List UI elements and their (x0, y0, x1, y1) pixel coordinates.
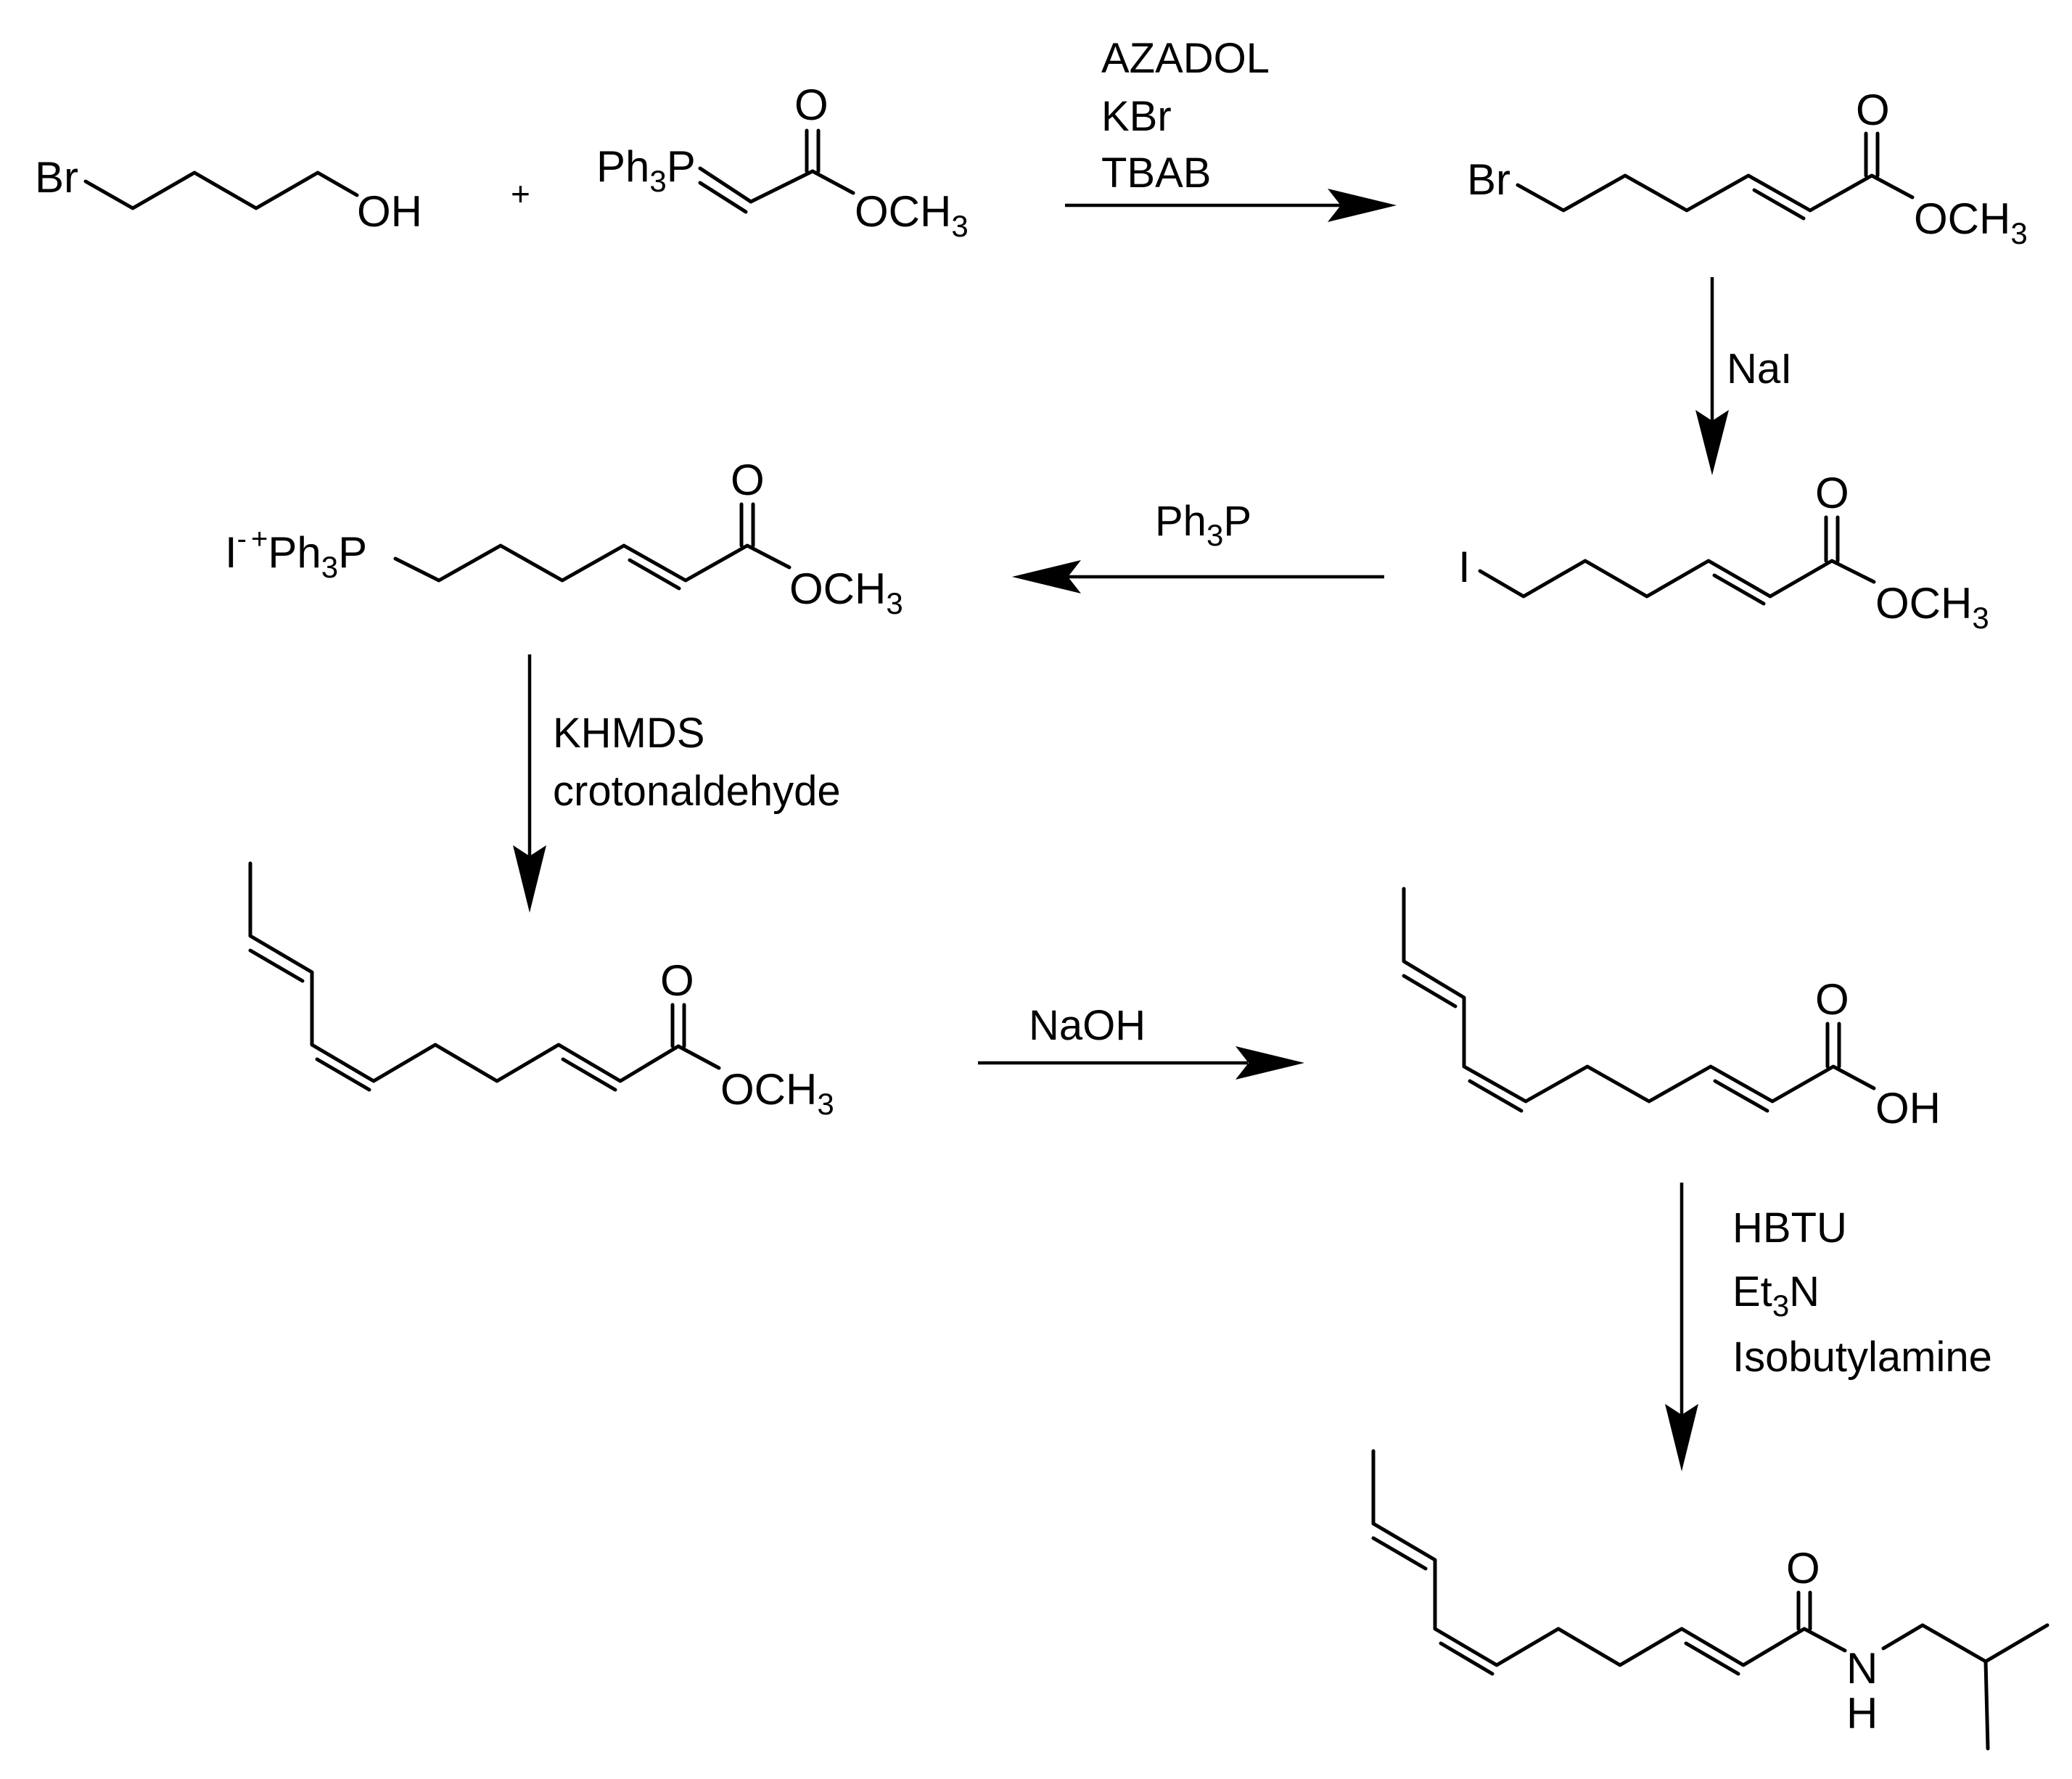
atom-h: H (1846, 1689, 1878, 1738)
bond-double (1712, 573, 1766, 606)
step6-arrow: HBTU Et3N Isobutylamine (1665, 1183, 1992, 1471)
arrow-head (1236, 1046, 1304, 1080)
molecule-product6: O N H (1371, 1449, 2050, 1751)
step4-arrow: KHMDS crotonaldehyde (513, 654, 841, 913)
atom-och3: OCH3 (720, 1065, 834, 1121)
atom-n: N (1846, 1644, 1878, 1693)
bond (698, 166, 753, 204)
reagent-naoh: NaOH (1029, 1002, 1146, 1049)
reagent-nai: NaI (1727, 345, 1792, 393)
atom-och3: OCH3 (789, 564, 903, 620)
plus-sign: + (511, 175, 530, 213)
atom-o: O (660, 956, 694, 1005)
arrow-head (1665, 1404, 1698, 1471)
bond-double (1713, 1079, 1769, 1113)
bond (749, 169, 815, 204)
molecule-product4: O OCH3 (248, 861, 834, 1121)
bond-double (628, 558, 681, 591)
reagent-et3n: Et3N (1732, 1268, 1820, 1323)
reagent-ph3p: Ph3P (1155, 498, 1251, 552)
reagent-azadol: AZADOL (1101, 35, 1270, 82)
step3-arrow: Ph3P (1012, 498, 1384, 593)
atom-oh: OH (357, 187, 422, 236)
reagent-tbab: TBAB (1101, 149, 1212, 197)
bond-double (315, 1057, 371, 1092)
bond-isobutyl (1881, 1623, 2050, 1664)
atom-och3: OCH3 (1914, 194, 2028, 250)
atom-i: I (1458, 543, 1471, 591)
atom-o: O (1815, 469, 1849, 517)
molecule-product2: I O OCH3 (1458, 469, 1989, 635)
reagent-kbr: KBr (1101, 93, 1172, 140)
atom-o: O (1815, 975, 1849, 1024)
bond-chain (393, 543, 792, 583)
bond-double (561, 1057, 617, 1092)
atom-och3: OCH3 (1875, 579, 1989, 635)
bond-chain (1402, 887, 1876, 1104)
step1-arrow: AZADOL KBr TBAB (1065, 35, 1397, 222)
bond-chain (1478, 559, 1876, 599)
atom-br: Br (1467, 155, 1510, 204)
bond-double (1439, 1641, 1495, 1676)
atom-ph3p: Ph3P (596, 142, 696, 198)
atom-o: O (794, 81, 829, 129)
reagent-crotonaldehyde: crotonaldehyde (553, 768, 841, 815)
reagent-khmds: KHMDS (553, 710, 704, 757)
reagent-isobutylamine: Isobutylamine (1732, 1334, 1992, 1381)
bond-chain (1371, 1449, 1847, 1667)
molecule-ylide: Ph3P O OCH3 (596, 81, 969, 243)
bond-double (1402, 974, 1458, 1008)
bond-chain (1516, 173, 1915, 213)
bond (810, 169, 855, 195)
atom-och3: OCH3 (855, 187, 969, 243)
bond-double (1468, 1079, 1524, 1113)
atom-o: O (731, 456, 765, 504)
molecule-product5: O OH (1402, 887, 1941, 1133)
arrow-head (1328, 189, 1397, 222)
step5-arrow: NaOH (978, 1002, 1304, 1080)
bond-double (1684, 1641, 1740, 1676)
bond-chain (248, 861, 721, 1083)
bond (698, 181, 748, 214)
arrow-head (513, 845, 546, 913)
atom-oh: OH (1875, 1084, 1941, 1133)
atom-phosphonium: I-+Ph3P (225, 523, 367, 584)
reagent-hbtu: HBTU (1732, 1204, 1847, 1252)
bond-chain (83, 170, 359, 210)
bond-double (1371, 1536, 1428, 1571)
molecule-product3: I-+Ph3P O OCH3 (225, 456, 903, 620)
step2-arrow: NaI (1695, 277, 1792, 475)
atom-o: O (1856, 86, 1890, 134)
bond-double (1752, 188, 1806, 221)
molecule-bromobutanol: Br OH (35, 153, 422, 236)
bond (1983, 1659, 1990, 1751)
arrow-head (1695, 410, 1729, 475)
molecule-product1: Br O OCH3 (1467, 86, 2028, 250)
atom-o: O (1786, 1544, 1820, 1593)
arrow-head (1012, 560, 1081, 593)
atom-br: Br (35, 153, 78, 202)
bond-double (248, 948, 305, 983)
